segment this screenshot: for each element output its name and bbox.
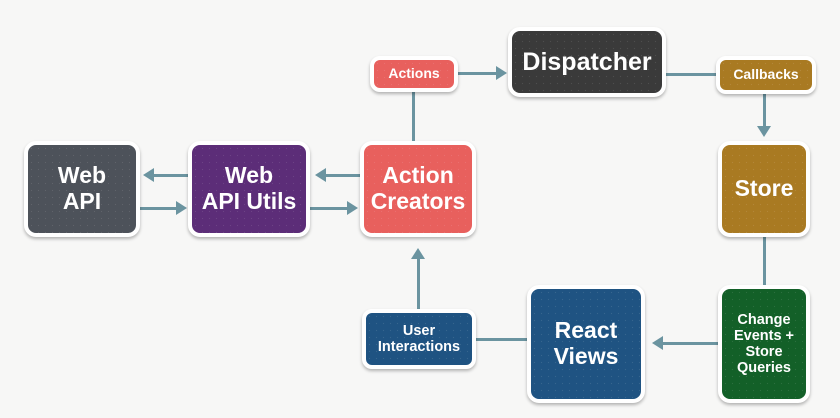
- edge-store-to-change-events: [763, 237, 766, 285]
- node-react-views-line2: Views: [553, 343, 619, 369]
- node-callbacks[interactable]: Callbacks: [716, 56, 816, 94]
- node-user-interactions-line2: Interactions: [377, 339, 461, 355]
- arrowhead-to-action-creators-2: [411, 248, 425, 259]
- edge-react-views-to-user-interactions: [476, 338, 527, 341]
- edge-action-creators-to-actions: [412, 92, 415, 142]
- node-actions-label: Actions: [388, 65, 440, 82]
- node-web-api-utils[interactable]: Web API Utils: [188, 141, 310, 237]
- edge-web-api-to-web-api-utils: [140, 207, 176, 210]
- edge-callbacks-to-store: [763, 94, 766, 128]
- edge-user-interactions-to-action-creators: [417, 258, 420, 309]
- arrowhead-to-dispatcher: [496, 66, 507, 80]
- arrowhead-to-web-api-utils: [176, 201, 187, 215]
- arrowhead-to-action-creators: [347, 201, 358, 215]
- node-action-creators-line1: Action: [382, 162, 454, 189]
- edge-dispatcher-to-callbacks: [666, 73, 716, 76]
- node-web-api-line1: Web: [57, 162, 107, 189]
- node-web-api-utils-line2: API Utils: [201, 188, 297, 214]
- node-change-events-line4: Queries: [736, 360, 791, 377]
- node-web-api-line2: API: [62, 188, 102, 214]
- edge-web-api-utils-to-web-api: [152, 174, 188, 177]
- node-change-events-line1: Change: [737, 311, 791, 328]
- arrowhead-to-web-api-utils-2: [315, 168, 326, 182]
- node-store-label: Store: [734, 175, 794, 202]
- node-react-views[interactable]: React Views: [527, 285, 645, 403]
- node-change-events-line2: Events +: [733, 327, 795, 344]
- arrowhead-to-react-views: [652, 336, 663, 350]
- node-user-interactions[interactable]: User Interactions: [362, 309, 476, 369]
- edge-web-api-utils-to-action-creators: [310, 207, 347, 210]
- node-change-events-store-queries[interactable]: Change Events + Store Queries: [718, 285, 810, 403]
- node-web-api[interactable]: Web API: [24, 141, 140, 237]
- node-callbacks-label: Callbacks: [733, 66, 799, 83]
- node-user-interactions-line1: User: [402, 322, 436, 339]
- edge-change-events-to-react-views: [663, 342, 718, 345]
- node-actions[interactable]: Actions: [370, 56, 458, 92]
- node-dispatcher-label: Dispatcher: [522, 48, 652, 76]
- arrowhead-to-store: [757, 126, 771, 137]
- node-change-events-line3: Store: [745, 344, 783, 360]
- arrowhead-to-web-api: [143, 168, 154, 182]
- node-action-creators-line2: Creators: [370, 188, 466, 214]
- node-web-api-utils-line1: Web: [224, 162, 274, 189]
- node-react-views-line1: React: [554, 317, 618, 344]
- edge-actions-to-dispatcher: [458, 72, 496, 75]
- node-store[interactable]: Store: [718, 141, 810, 237]
- node-action-creators[interactable]: Action Creators: [360, 141, 476, 237]
- node-dispatcher[interactable]: Dispatcher: [508, 27, 666, 97]
- edge-action-creators-to-web-api-utils: [324, 174, 360, 177]
